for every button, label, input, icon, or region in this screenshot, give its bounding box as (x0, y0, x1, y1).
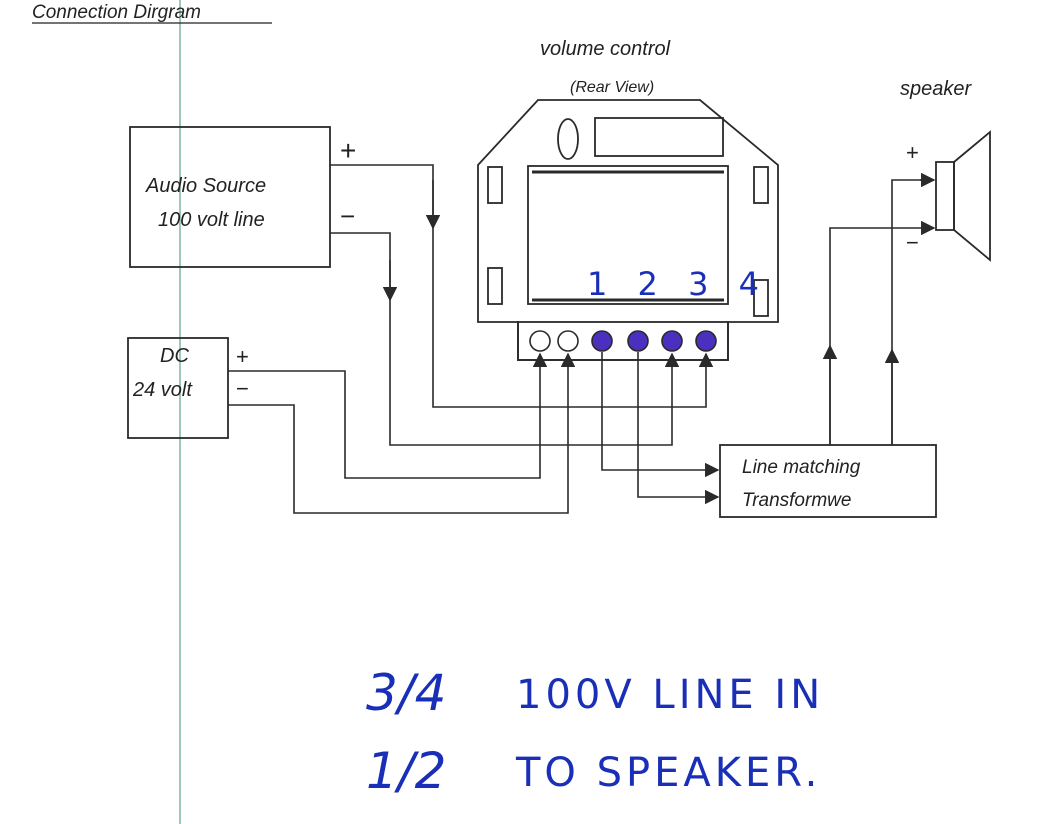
volume-control-body: 1 2 3 4 (477, 99, 779, 361)
dc-line1: DC (160, 345, 189, 367)
audio-source-line2: 100 volt line (158, 209, 265, 231)
transformer-box: Line matching Transformwe (719, 444, 937, 518)
wire-dc-plus (228, 352, 548, 479)
terminal-numbers: 1 2 3 4 (587, 265, 769, 303)
wire-audio-plus (330, 164, 714, 408)
speaker-icon: + − (906, 130, 991, 262)
wire-audio-minus (330, 232, 680, 446)
audio-source-plus: + (340, 135, 356, 166)
wiring (228, 164, 936, 514)
wire-terminal-2 (637, 352, 720, 505)
wire-terminal-1 (601, 352, 720, 478)
mount-slot-left-top (487, 166, 503, 204)
dc-supply-box: DC 24 volt + − (127, 337, 249, 439)
audio-source-minus: − (340, 201, 355, 231)
terminal-1 (591, 330, 613, 352)
speaker-plus: + (906, 140, 919, 165)
audio-source-box: Audio Source 100 volt line + − (129, 126, 356, 268)
mount-slot-left-bottom (487, 267, 503, 305)
mount-slot-right-top (753, 166, 769, 204)
transformer-line2: Transformwe (742, 490, 851, 511)
terminal-dc-plus (529, 330, 551, 352)
dc-minus: − (236, 376, 249, 401)
handwritten-notes: 3/4 100V LINE IN 1/2 TO SPEAKER. (366, 664, 824, 800)
terminal-3 (661, 330, 683, 352)
note-line2-text: TO SPEAKER. (515, 750, 821, 796)
speaker-minus: − (906, 230, 919, 255)
volume-control-label: volume control (540, 38, 671, 60)
wire-speaker-a (829, 227, 934, 445)
control-window (527, 165, 729, 305)
dc-plus: + (236, 344, 249, 369)
note-line1-num: 3/4 (366, 664, 446, 722)
control-knob-slot (557, 118, 579, 160)
diagram-title: Connection Dirgram (32, 2, 201, 23)
note-line2-num: 1/2 (366, 742, 446, 800)
terminal-2 (627, 330, 649, 352)
dc-line2: 24 volt (132, 379, 193, 401)
transformer-line1: Line matching (742, 457, 861, 478)
wire-speaker-b (891, 179, 934, 445)
terminal-strip (517, 321, 729, 361)
rear-view-label: (Rear View) (570, 79, 654, 96)
audio-source-line1: Audio Source (145, 175, 266, 197)
top-slot (594, 117, 724, 157)
wire-dc-minus (228, 352, 576, 514)
speaker-label: speaker (900, 78, 972, 100)
note-line1-text: 100V LINE IN (516, 672, 824, 718)
terminal-dc-minus (557, 330, 579, 352)
mount-slot-right-bottom (753, 279, 769, 317)
terminal-4 (695, 330, 717, 352)
